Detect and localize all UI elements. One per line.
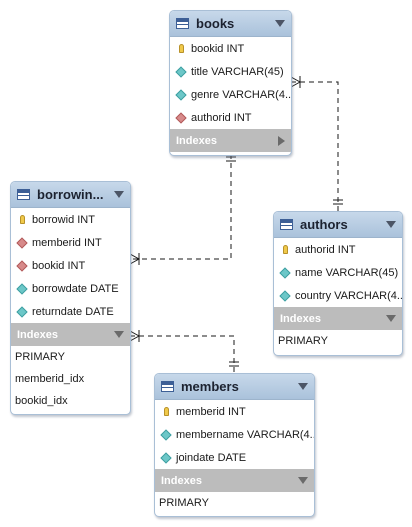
column-row[interactable]: borrowid INT (11, 208, 130, 231)
collapse-caret-icon[interactable] (298, 383, 308, 390)
column-label: title VARCHAR(45) (191, 65, 284, 78)
column-row[interactable]: returndate DATE (11, 300, 130, 323)
indexes-label: Indexes (280, 312, 321, 325)
crowsfoot-books-authors (290, 76, 302, 88)
column-row[interactable]: authorid INT (274, 238, 402, 261)
column-label: bookid INT (191, 42, 245, 55)
column-label: borrowdate DATE (32, 282, 119, 295)
teal-diamond-icon (279, 266, 291, 279)
indexes-label: Indexes (17, 328, 58, 341)
collapse-down-icon[interactable] (298, 477, 308, 484)
one-marker-members (229, 361, 239, 367)
table-icon (17, 189, 30, 200)
column-label: country VARCHAR(4... (295, 289, 402, 302)
column-row[interactable]: bookid INT (170, 37, 291, 60)
relationship-books-borrowings (130, 154, 232, 260)
column-row[interactable]: joindate DATE (155, 446, 314, 469)
teal-diamond-icon (175, 65, 187, 78)
table-authors[interactable]: authors authorid INT name VARCHAR(45) co… (273, 211, 403, 356)
column-row[interactable]: memberid INT (155, 400, 314, 423)
table-header[interactable]: authors (274, 212, 402, 238)
teal-diamond-icon (279, 289, 291, 302)
crowsfoot-borrowings-books (129, 253, 141, 265)
indexes-section-header[interactable]: Indexes (11, 323, 130, 346)
index-item[interactable]: PRIMARY (278, 335, 328, 347)
index-item[interactable]: memberid_idx (15, 373, 85, 385)
column-row[interactable]: title VARCHAR(45) (170, 60, 291, 83)
table-borrowings[interactable]: borrowin... borrowid INT memberid INT bo… (10, 181, 131, 415)
relationship-borrowings-members (130, 335, 235, 373)
table-header[interactable]: books (170, 11, 291, 37)
one-marker-books (226, 156, 236, 162)
column-row[interactable]: memberid INT (11, 231, 130, 254)
column-label: name VARCHAR(45) (295, 266, 399, 279)
column-label: genre VARCHAR(4... (191, 88, 291, 101)
indexes-section-header[interactable]: Indexes (274, 307, 402, 330)
teal-diamond-icon (175, 88, 187, 101)
one-marker-authors (333, 199, 343, 205)
column-row[interactable]: genre VARCHAR(4... (170, 83, 291, 106)
table-name: authors (300, 217, 348, 232)
primary-key-icon (279, 244, 291, 256)
column-label: returndate DATE (32, 305, 114, 318)
collapse-caret-icon[interactable] (275, 20, 285, 27)
red-diamond-icon (16, 259, 28, 272)
primary-key-icon (175, 43, 187, 55)
table-books[interactable]: books bookid INT title VARCHAR(45) genre… (169, 10, 292, 156)
column-label: memberid INT (176, 405, 246, 418)
primary-key-icon (16, 214, 28, 226)
column-label: bookid INT (32, 259, 86, 272)
column-label: joindate DATE (176, 451, 247, 464)
table-icon (176, 18, 189, 29)
indexes-section-header[interactable]: Indexes (155, 469, 314, 492)
collapse-down-icon[interactable] (386, 315, 396, 322)
column-row[interactable]: country VARCHAR(4... (274, 284, 402, 307)
crowsfoot-borrowings-members (129, 330, 141, 342)
column-label: authorid INT (295, 243, 356, 256)
red-diamond-icon (16, 236, 28, 249)
index-item[interactable]: PRIMARY (15, 351, 65, 363)
column-row[interactable]: authorid INT (170, 106, 291, 129)
collapse-caret-icon[interactable] (114, 191, 124, 198)
indexes-label: Indexes (161, 474, 202, 487)
column-label: borrowid INT (32, 213, 95, 226)
collapse-caret-icon[interactable] (386, 221, 396, 228)
table-name: borrowin... (37, 187, 104, 202)
red-diamond-icon (175, 111, 187, 124)
column-row[interactable]: bookid INT (11, 254, 130, 277)
table-icon (161, 381, 174, 392)
teal-diamond-icon (16, 282, 28, 295)
column-label: authorid INT (191, 111, 252, 124)
table-members[interactable]: members memberid INT membername VARCHAR(… (154, 373, 315, 517)
column-label: memberid INT (32, 236, 102, 249)
indexes-label: Indexes (176, 134, 217, 147)
column-label: membername VARCHAR(4... (176, 428, 314, 441)
collapse-down-icon[interactable] (114, 331, 124, 338)
table-header[interactable]: borrowin... (11, 182, 130, 208)
primary-key-icon (160, 406, 172, 418)
table-header[interactable]: members (155, 374, 314, 400)
column-row[interactable]: borrowdate DATE (11, 277, 130, 300)
table-icon (280, 219, 293, 230)
table-name: members (181, 379, 239, 394)
expand-right-icon[interactable] (278, 135, 285, 146)
teal-diamond-icon (16, 305, 28, 318)
index-item[interactable]: bookid_idx (15, 395, 68, 407)
indexes-section-header[interactable]: Indexes (170, 129, 291, 152)
table-name: books (196, 16, 235, 31)
relationship-books-authors (291, 81, 339, 211)
column-row[interactable]: membername VARCHAR(4... (155, 423, 314, 446)
index-item[interactable]: PRIMARY (159, 497, 209, 509)
teal-diamond-icon (160, 428, 172, 441)
column-row[interactable]: name VARCHAR(45) (274, 261, 402, 284)
teal-diamond-icon (160, 451, 172, 464)
